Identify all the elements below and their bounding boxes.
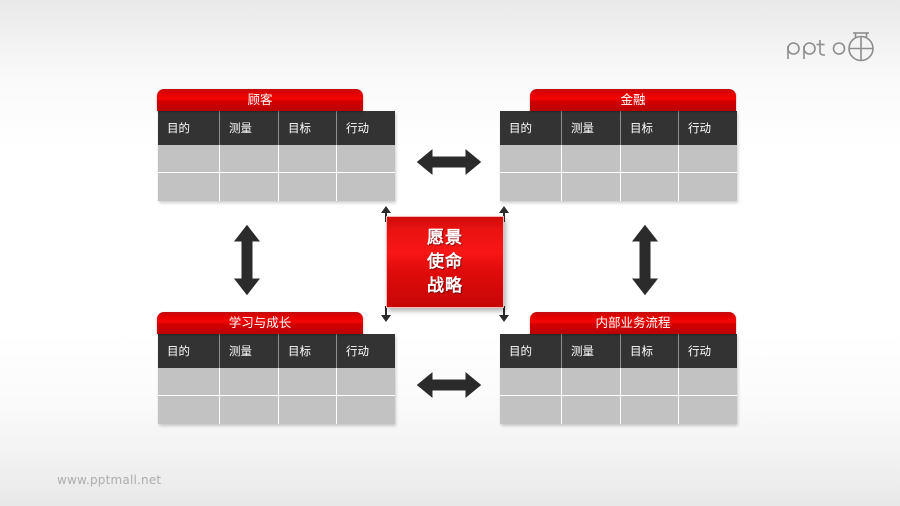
ppt-logo: [784, 26, 880, 68]
cell[interactable]: [158, 145, 220, 173]
cell[interactable]: [562, 396, 621, 424]
col-header-purpose: 目的: [500, 111, 562, 145]
col-header-target: 目标: [621, 111, 679, 145]
quadrant-finance-title: 金融: [530, 89, 736, 111]
quadrant-internal-process-title: 内部业务流程: [530, 312, 736, 334]
col-header-measure: 测量: [562, 334, 621, 368]
center-line-vision: 愿景: [427, 227, 463, 248]
table-header-row: 目的 测量 目标 行动: [500, 111, 737, 145]
center-line-strategy: 战略: [427, 276, 463, 297]
cell[interactable]: [220, 368, 279, 396]
quadrant-learning-growth-title: 学习与成长: [157, 312, 363, 334]
cell[interactable]: [158, 396, 220, 424]
table-row: [500, 396, 737, 424]
center-corner-arrow-top-left: [380, 206, 392, 222]
cell[interactable]: [562, 145, 621, 173]
table-row: [158, 396, 395, 424]
cell[interactable]: [279, 145, 337, 173]
col-header-measure: 测量: [220, 111, 279, 145]
quadrant-internal-process-table: 目的 测量 目标 行动: [500, 334, 737, 424]
cell[interactable]: [337, 396, 395, 424]
col-header-target: 目标: [621, 334, 679, 368]
table-header-row: 目的 测量 目标 行动: [158, 334, 395, 368]
center-line-mission: 使命: [427, 251, 463, 272]
connector-top-horizontal-arrow: [416, 145, 482, 179]
cell[interactable]: [500, 145, 562, 173]
center-corner-arrow-bottom-right: [498, 306, 510, 322]
table-row: [500, 368, 737, 396]
quadrant-customer-table: 目的 测量 目标 行动: [158, 111, 395, 201]
cell[interactable]: [621, 396, 679, 424]
col-header-purpose: 目的: [500, 334, 562, 368]
cell[interactable]: [220, 396, 279, 424]
table-row: [158, 173, 395, 201]
cell[interactable]: [679, 173, 737, 201]
cell[interactable]: [562, 173, 621, 201]
cell[interactable]: [500, 368, 562, 396]
cell[interactable]: [279, 173, 337, 201]
cell[interactable]: [337, 173, 395, 201]
quadrant-customer-title: 顾客: [157, 89, 363, 111]
col-header-measure: 测量: [562, 111, 621, 145]
connector-left-vertical-arrow: [230, 224, 264, 296]
table-row: [158, 145, 395, 173]
cell[interactable]: [621, 368, 679, 396]
connector-bottom-horizontal-arrow: [416, 368, 482, 402]
col-header-measure: 测量: [220, 334, 279, 368]
center-corner-arrow-bottom-left: [380, 306, 392, 322]
cell[interactable]: [679, 145, 737, 173]
col-header-target: 目标: [279, 111, 337, 145]
cell[interactable]: [621, 145, 679, 173]
cell[interactable]: [220, 145, 279, 173]
footer-url: www.pptmall.net: [57, 473, 162, 487]
quadrant-learning-growth-table: 目的 测量 目标 行动: [158, 334, 395, 424]
table-row: [158, 368, 395, 396]
cell[interactable]: [279, 396, 337, 424]
center-vision-mission-strategy-box[interactable]: 愿景 使命 战略: [386, 216, 504, 308]
cell[interactable]: [562, 368, 621, 396]
connector-right-vertical-arrow: [628, 224, 662, 296]
col-header-purpose: 目的: [158, 334, 220, 368]
center-corner-arrow-top-right: [498, 206, 510, 222]
col-header-action: 行动: [337, 334, 395, 368]
col-header-target: 目标: [279, 334, 337, 368]
cell[interactable]: [679, 396, 737, 424]
cell[interactable]: [279, 368, 337, 396]
cell[interactable]: [158, 368, 220, 396]
col-header-action: 行动: [679, 334, 737, 368]
cell[interactable]: [621, 173, 679, 201]
cell[interactable]: [679, 368, 737, 396]
cell[interactable]: [500, 396, 562, 424]
cell[interactable]: [337, 145, 395, 173]
col-header-action: 行动: [679, 111, 737, 145]
col-header-action: 行动: [337, 111, 395, 145]
cell[interactable]: [158, 173, 220, 201]
table-header-row: 目的 测量 目标 行动: [500, 334, 737, 368]
quadrant-finance-table: 目的 测量 目标 行动: [500, 111, 737, 201]
table-header-row: 目的 测量 目标 行动: [158, 111, 395, 145]
col-header-purpose: 目的: [158, 111, 220, 145]
table-row: [500, 145, 737, 173]
table-row: [500, 173, 737, 201]
cell[interactable]: [500, 173, 562, 201]
cell[interactable]: [337, 368, 395, 396]
cell[interactable]: [220, 173, 279, 201]
